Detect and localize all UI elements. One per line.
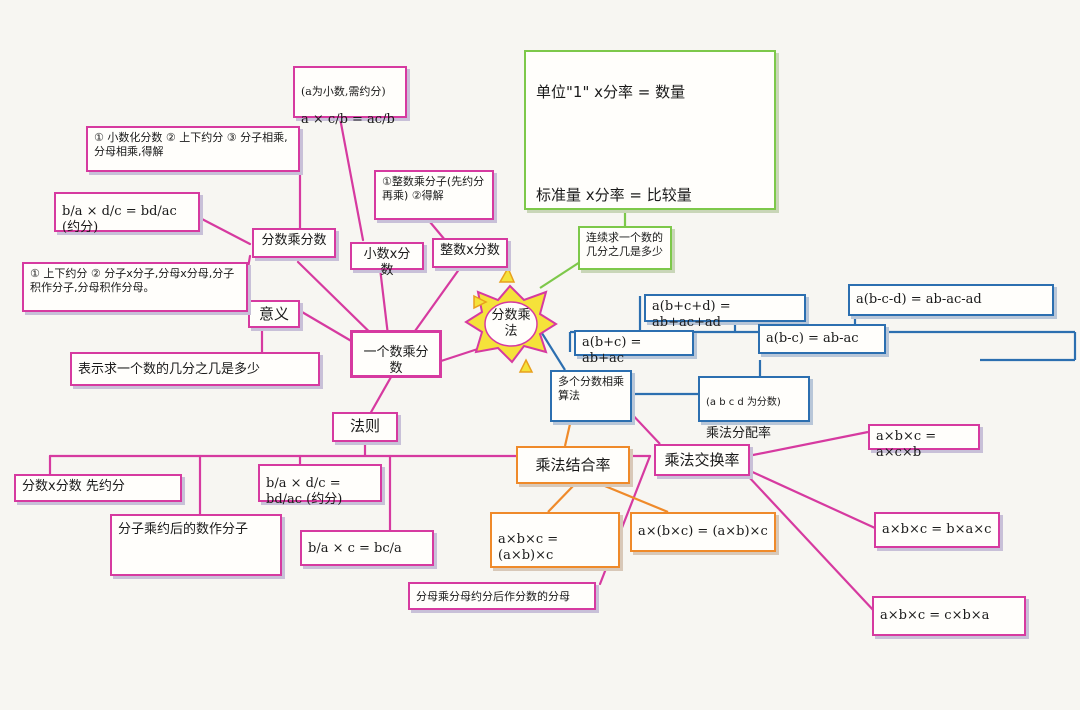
associative-node[interactable]: 乘法结合率	[516, 446, 630, 484]
formula-distrib: a(b+c) = ab+ac	[574, 330, 694, 366]
comm-formula-3: a×b×c = c×b×a	[872, 596, 1026, 636]
rule-formula-2: b/a × c = bc/a	[300, 530, 434, 566]
rule-formula-1: b/a × d/c = bd/ac (约分)	[258, 464, 382, 507]
top-formula-line-2: 标准量 x分率 = 比较量	[536, 186, 692, 205]
comm-formula-1: a×b×c = a×c×b	[868, 424, 980, 460]
decimal-steps: ① 小数化分数 ② 上下约分 ③ 分子相乘,分母相乘,得解	[86, 126, 300, 172]
distributive-node[interactable]: (a b c d 为分数) 乘法分配率	[698, 376, 810, 441]
meaning-label[interactable]: 意义	[248, 300, 300, 328]
rule-1: 分数x分数 先约分	[14, 474, 182, 502]
assoc-formula-1: a×b×c = (a×b)×c	[490, 512, 620, 568]
top-formula-line-1: 单位"1" x分率 = 数量	[536, 82, 686, 101]
integer-steps: ①整数乘分子(先约分再乘) ②得解	[374, 170, 494, 220]
commutative-node[interactable]: 乘法交换率	[654, 444, 750, 476]
comm-formula-2: a×b×c = b×a×c	[874, 512, 1000, 548]
distributive-note: (a b c d 为分数)	[706, 397, 781, 409]
meaning-text: 表示求一个数的几分之几是多少	[70, 352, 320, 386]
decimal-formula: a × c/b = ac/b	[301, 112, 395, 128]
integer-times-fraction-node[interactable]: 整数x分数	[432, 238, 508, 268]
application-node[interactable]: 连续求一个数的几分之几是多少	[578, 226, 672, 270]
formula-minus: a(b-c) = ab-ac	[758, 324, 886, 354]
decimal-formula-box: (a为小数,需约分) a × c/b = ac/b	[293, 66, 407, 127]
center-node-multiply-by-fraction[interactable]: 一个数乘分数	[350, 330, 442, 378]
center-node-fraction-multiplication[interactable]: 分数乘法	[491, 308, 531, 340]
formula-distrib-4: a(b+c+d) = ab+ac+ad	[644, 294, 806, 330]
decimal-times-fraction-node[interactable]: 小数x分数	[350, 242, 424, 278]
formula-minus-3: a(b-c-d) = ab-ac-ad	[848, 284, 1054, 316]
distributive-label: 乘法分配率	[706, 426, 772, 441]
rule-label[interactable]: 法则	[332, 412, 398, 442]
assoc-formula-2: a×(b×c) = (a×b)×c	[630, 512, 776, 552]
rule-3: 分母乘分母约分后作分数的分母	[408, 582, 596, 610]
decimal-condition: (a为小数,需约分)	[301, 84, 386, 98]
fraction-steps: ① 上下约分 ② 分子x分子,分母x分母,分子积作分子,分母积作分母。	[22, 262, 248, 312]
fraction-formula: b/a × d/c = bd/ac (约分)	[54, 192, 200, 235]
multi-fraction-node[interactable]: 多个分数相乘算法	[550, 370, 632, 422]
fraction-times-fraction-node[interactable]: 分数乘分数	[252, 228, 336, 258]
top-formula-box: 单位"1" x分率 = 数量 标准量 x分率 = 比较量	[524, 50, 776, 210]
rule-2: 分子乘约后的数作分子	[110, 514, 282, 576]
